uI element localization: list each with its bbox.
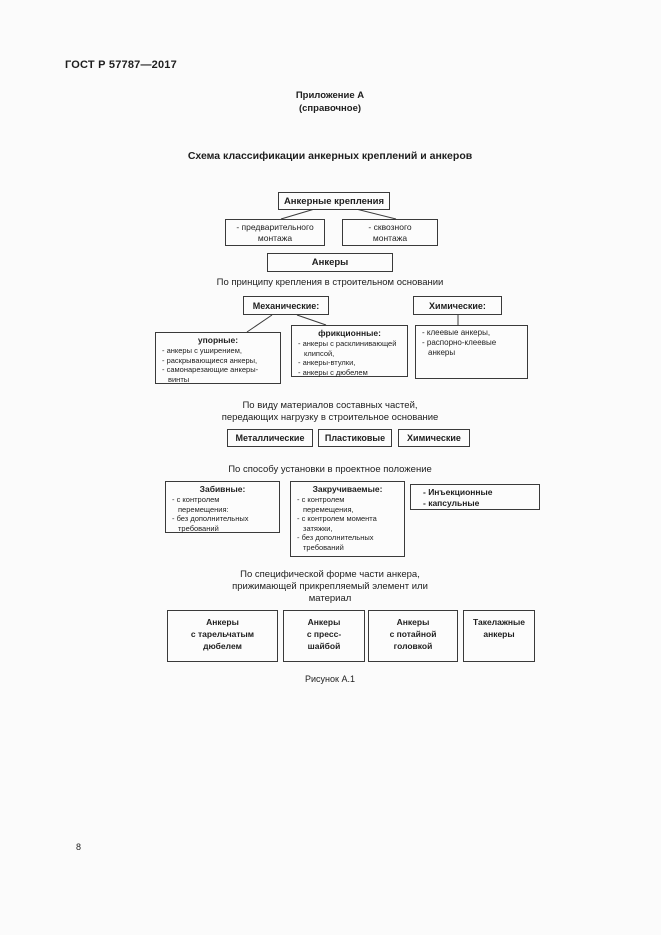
list-item: - анкеры с уширением, [162, 346, 242, 355]
list-item: - раскрывающиеся анкеры, [162, 355, 258, 365]
list-item: - капсульные [423, 498, 480, 508]
list-item: - распорно-клеевые анкеры [422, 338, 497, 357]
figure-caption: Рисунок А.1 [305, 674, 355, 684]
box-mechanical: Механические: [243, 296, 329, 315]
box-anchors: Анкеры [267, 253, 393, 272]
section3-heading: По способу установки в проектное положен… [228, 464, 432, 475]
list-item: - анкеры с дюбелем [298, 367, 368, 377]
doc-number: ГОСТ Р 57787—2017 [65, 59, 177, 71]
page-number: 8 [76, 842, 82, 852]
list-item: - без дополнительных требований [297, 533, 374, 552]
box-pre-mount: - предварительного монтажа [225, 219, 325, 246]
box-thrust-title: упорные: [197, 335, 239, 345]
box-press-washer-anchors: Анкеры с пресс- шайбой [283, 610, 365, 662]
list-item: - без дополнительных требований [172, 514, 249, 533]
section1-heading: По принципу крепления в строительном осн… [216, 277, 444, 288]
box-chemical: Химические: [413, 296, 502, 315]
box-thrust-anchors: упорные: - анкеры с уширением, - раскрыв… [155, 332, 281, 384]
box-anchor-fastenings: Анкерные крепления [278, 192, 390, 210]
box-through-mount: - сквозного монтажа [342, 219, 438, 246]
box-chemical-anchors: - клеевые анкеры, - распорно-клеевые анк… [415, 325, 528, 379]
box-driven-title: Забивные: [199, 484, 246, 494]
box-injection-capsule: - Инъекционные - капсульные [410, 484, 540, 510]
box-rigging-anchors: Такелажные анкеры [463, 610, 535, 662]
appendix-heading: Приложение А (справочное) [295, 90, 365, 114]
list-item: - анкеры-втулки, [298, 358, 356, 367]
list-item: - с контролем перемещения, [297, 495, 354, 514]
box-plastic: Пластиковые [318, 429, 392, 447]
box-plate-dowel-anchors: Анкеры с тарельчатым дюбелем [167, 610, 278, 662]
box-metallic: Металлические [227, 429, 313, 447]
section2-heading: По виду материалов составных частей, пер… [221, 400, 439, 423]
list-item: - Инъекционные [423, 487, 493, 497]
box-chemical-material: Химические [398, 429, 470, 447]
list-item: - с контролем перемещения: [172, 495, 229, 514]
box-screwed-title: Закручиваемые: [312, 484, 383, 494]
scheme-title: Схема классификации анкерных креплений и… [187, 150, 473, 162]
box-friction-anchors: фрикционные: - анкеры с расклинивающей к… [291, 325, 408, 377]
box-screwed: Закручиваемые: - с контролем перемещения… [290, 481, 405, 557]
box-friction-title: фрикционные: [318, 328, 381, 338]
section4-heading: По специфической форме части анкера, при… [232, 569, 428, 604]
list-item: - с контролем момента затяжки, [297, 514, 377, 533]
list-item: - клеевые анкеры, [422, 328, 491, 337]
box-driven: Забивные: - с контролем перемещения: - б… [165, 481, 280, 533]
list-item: - анкеры с расклинивающей клипсой, [298, 339, 397, 358]
list-item: - самонарезающие анкеры- винты [162, 365, 259, 384]
box-countersunk-anchors: Анкеры с потайной головкой [368, 610, 458, 662]
